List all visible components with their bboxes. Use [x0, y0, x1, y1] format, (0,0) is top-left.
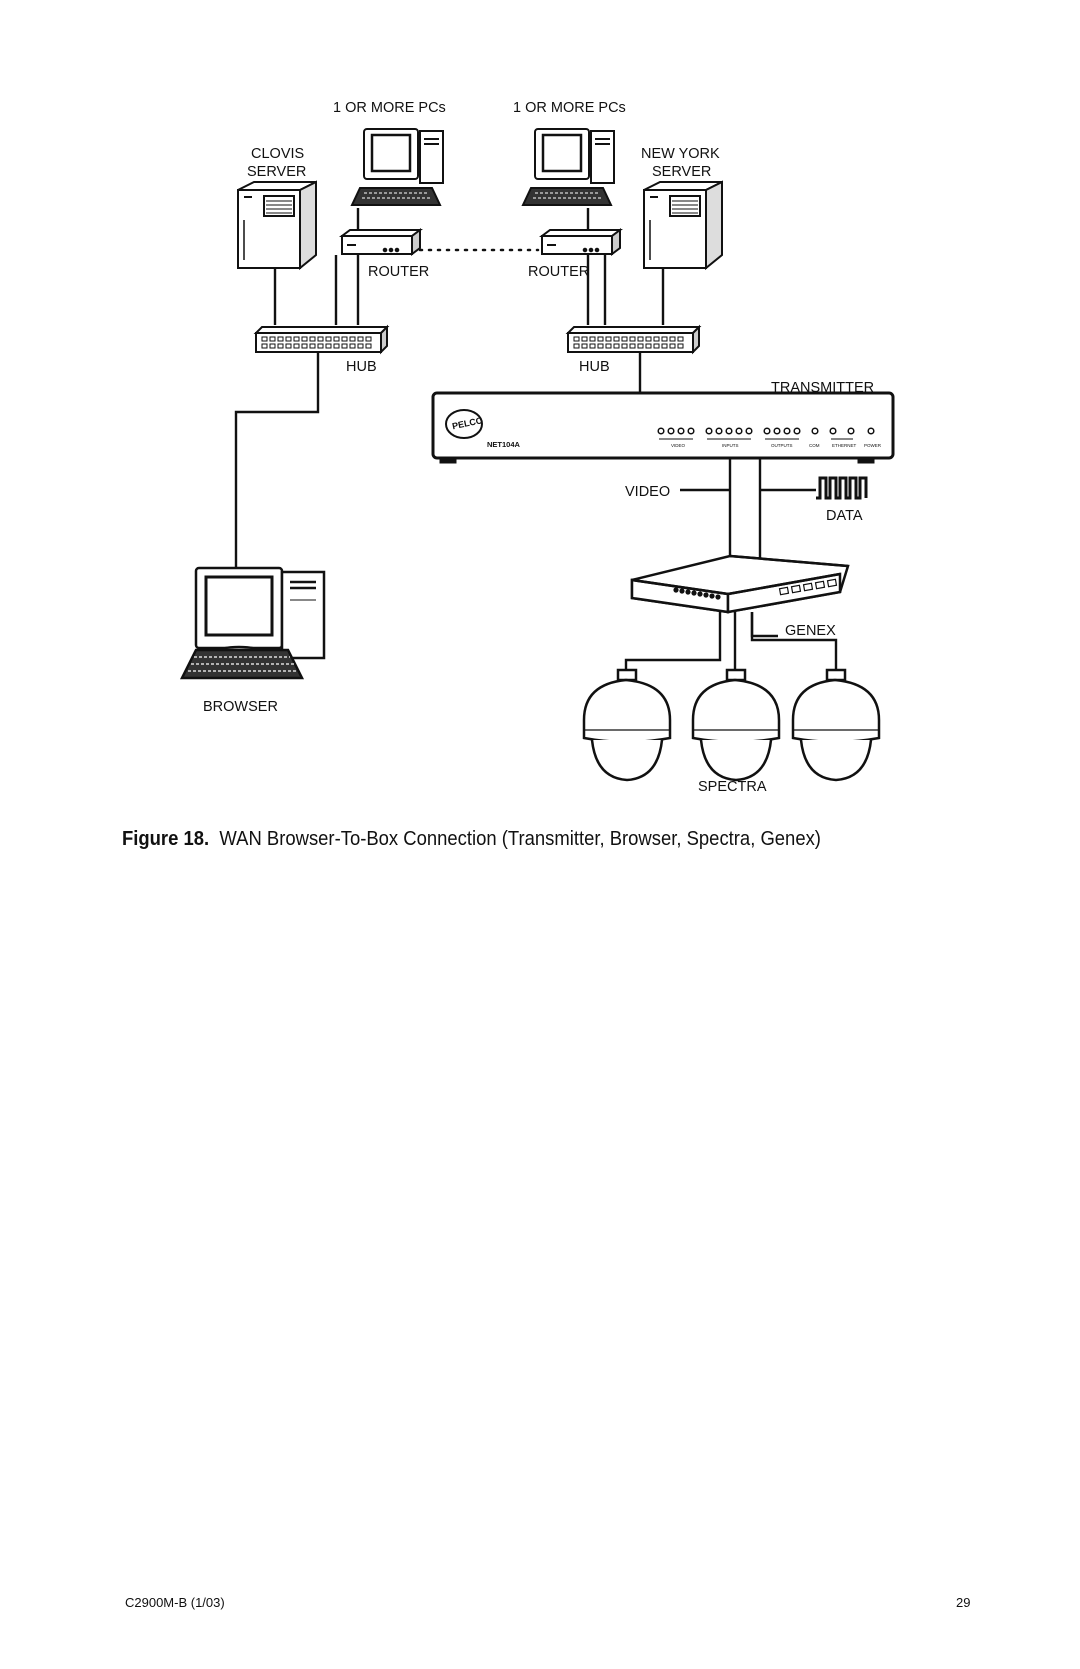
label-browser: BROWSER — [203, 699, 278, 715]
indicator-label-inputs: INPUTS — [722, 443, 739, 448]
indicator-label-ethernet: ETHERNET — [832, 443, 857, 448]
label-pcs-right: 1 OR MORE PCs — [513, 100, 626, 116]
label-pcs-left: 1 OR MORE PCs — [333, 100, 446, 116]
newyork-server-icon — [643, 180, 723, 271]
link-hub-browser — [234, 352, 320, 568]
label-data: DATA — [826, 508, 863, 524]
link-genex-camera-3 — [750, 612, 838, 672]
footer-doc-id: C2900M-B (1/03) — [125, 1595, 225, 1610]
indicator-label-outputs: OUTPUTS — [771, 443, 793, 448]
right-hub-icon — [565, 324, 702, 355]
label-router-right: ROUTER — [528, 264, 589, 280]
label-spectra: SPECTRA — [698, 779, 767, 795]
left-hub-icon — [253, 324, 390, 355]
indicator-label-power: POWER — [864, 443, 882, 448]
label-video: VIDEO — [625, 484, 670, 500]
label-newyork-line1: NEW YORK — [641, 146, 720, 162]
label-newyork-line2: SERVER — [652, 164, 711, 180]
left-pc-icon — [350, 128, 444, 206]
transmitter-unit — [431, 391, 895, 464]
label-clovis-line2: SERVER — [247, 164, 306, 180]
label-transmitter: TRANSMITTER — [771, 380, 874, 396]
right-router-icon — [539, 228, 623, 256]
label-genex: GENEX — [785, 623, 836, 639]
browser-pc-icon — [179, 566, 326, 680]
spectra-camera-3 — [791, 668, 881, 782]
network-diagram: PELCO NET104A VIDEO INPUTS OUTPUTS COM E… — [179, 100, 895, 795]
footer-page-number: 29 — [956, 1595, 971, 1610]
left-router-icon — [339, 228, 423, 256]
figure-number: Figure 18. — [122, 827, 210, 850]
genex-leader — [750, 612, 778, 638]
data-signal-icon — [816, 476, 868, 500]
label-hub-left: HUB — [346, 359, 377, 375]
indicator-label-com: COM — [809, 443, 820, 448]
label-clovis-line1: CLOVIS — [251, 146, 304, 162]
indicator-label-video: VIDEO — [671, 443, 686, 448]
label-hub-right: HUB — [579, 359, 610, 375]
link-genex-camera-1 — [624, 612, 722, 672]
spectra-camera-2 — [691, 668, 781, 782]
connection-lines — [234, 208, 838, 672]
figure-caption-text: WAN Browser-To-Box Connection (Transmitt… — [219, 827, 821, 850]
spectra-camera-1 — [582, 668, 672, 782]
genex-unit — [630, 554, 850, 614]
label-router-left: ROUTER — [368, 264, 429, 280]
transmitter-model: NET104A — [487, 440, 521, 449]
figure-caption: Figure 18. WAN Browser-To-Box Connection… — [122, 827, 896, 851]
clovis-server-icon — [237, 180, 317, 271]
right-pc-icon — [521, 128, 615, 206]
pelco-logo — [445, 409, 483, 439]
indicator-leds — [657, 427, 875, 435]
